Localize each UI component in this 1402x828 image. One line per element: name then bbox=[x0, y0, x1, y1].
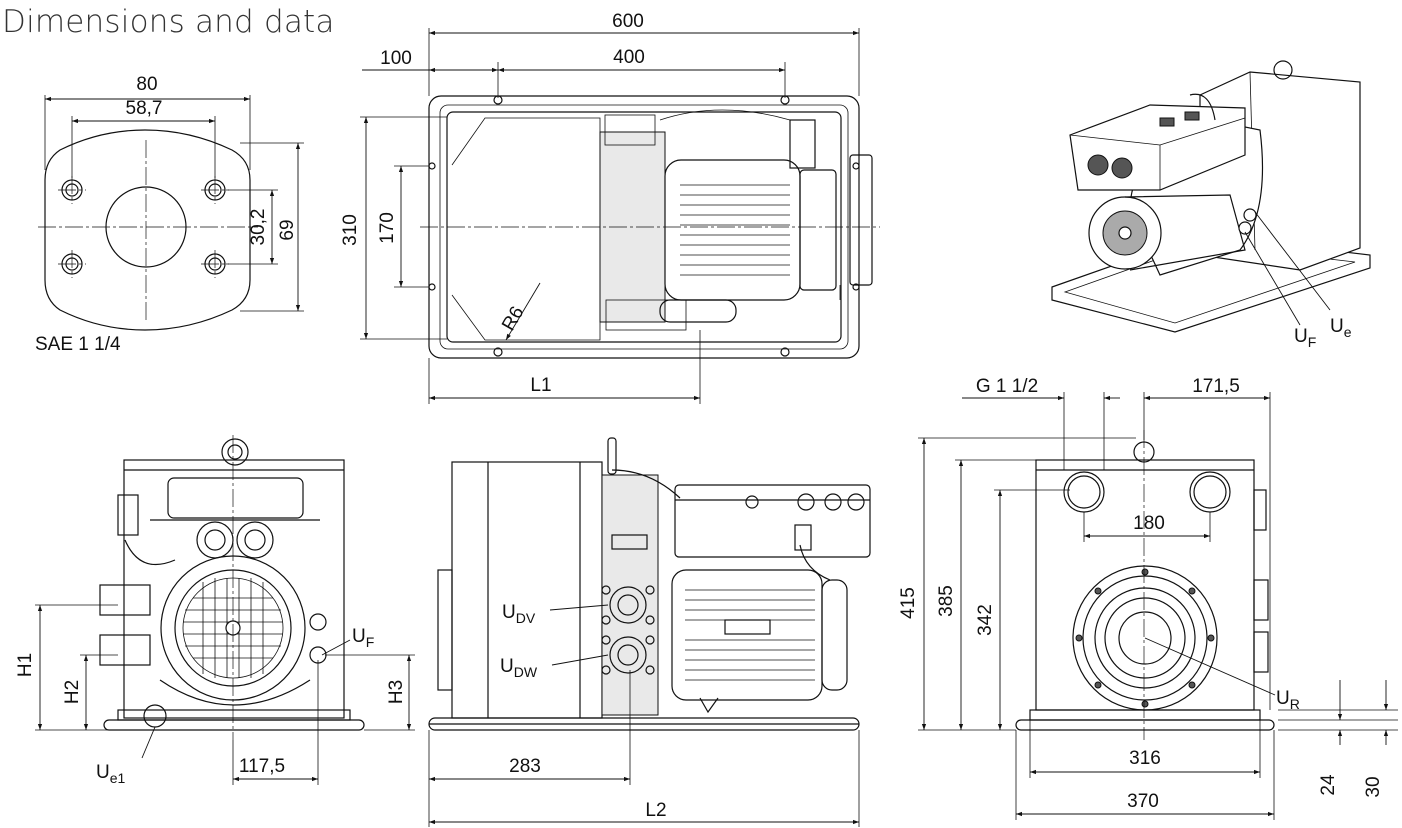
rear-foot24-dim: 24 bbox=[1318, 774, 1339, 796]
front-h2-dim: H2 bbox=[62, 680, 83, 704]
rear-base-outer-dim: 370 bbox=[1127, 791, 1159, 812]
side-l2-dim: L2 bbox=[645, 800, 666, 821]
flange-bolt-spacing-dim: 58,7 bbox=[126, 98, 163, 119]
top-offset-dim: 100 bbox=[380, 48, 412, 69]
iso-uf-label: UF bbox=[1294, 326, 1316, 350]
rear-foot30-dim: 30 bbox=[1363, 776, 1384, 797]
isometric-view: UF Ue bbox=[1051, 60, 1371, 350]
side-motor bbox=[671, 569, 823, 701]
rear-h415-dim: 415 bbox=[898, 587, 919, 619]
rear-thread-dim: G 1 1/2 bbox=[976, 376, 1038, 397]
top-mounting-holes bbox=[428, 95, 860, 357]
top-motor-fins bbox=[680, 184, 790, 276]
rear-view: UR G 1 1/2 171,5 180 415 385 342 316 bbox=[898, 376, 1398, 820]
rear-ur-label: UR bbox=[1276, 688, 1300, 712]
front-view: H1 H2 H3 117,5 UF Ue1 bbox=[15, 435, 415, 786]
rear-port-offset-dim: 171,5 bbox=[1192, 376, 1240, 397]
top-radius-dim: R6 bbox=[498, 303, 528, 335]
rear-base-inner-dim: 316 bbox=[1129, 748, 1161, 769]
top-depth-dim: 310 bbox=[340, 214, 361, 246]
side-offset-dim: 283 bbox=[509, 756, 541, 777]
rear-h385-dim: 385 bbox=[936, 585, 957, 617]
rear-ports bbox=[1063, 471, 1231, 513]
front-lifting-eye bbox=[221, 438, 249, 466]
rear-flange bbox=[1072, 565, 1218, 711]
front-tank bbox=[123, 459, 345, 719]
front-h1-dim: H1 bbox=[15, 653, 36, 677]
top-view: 600 100 400 310 170 R6 L1 bbox=[340, 11, 880, 404]
flange-label: SAE 1 1/4 bbox=[35, 334, 121, 355]
side-controller-box bbox=[674, 484, 871, 558]
side-motor-fins bbox=[685, 589, 815, 681]
flange-view: 80 58,7 30,2 69 SAE 1 1/4 bbox=[35, 74, 304, 355]
rear-port-spacing-dim: 180 bbox=[1133, 513, 1165, 534]
side-pump-ports bbox=[601, 585, 655, 675]
top-hole-vertical-dim: 170 bbox=[377, 212, 398, 244]
side-udv-label: UDV bbox=[502, 602, 536, 626]
front-h3-dim: H3 bbox=[386, 680, 407, 704]
page-title: Dimensions and data bbox=[2, 4, 335, 40]
top-overall-dim: 600 bbox=[612, 11, 644, 32]
top-l1-dim: L1 bbox=[530, 375, 551, 396]
side-view: UDV UDW 283 L2 bbox=[428, 437, 871, 827]
side-udw-label: UDW bbox=[500, 656, 538, 680]
flange-outline bbox=[44, 129, 251, 331]
iso-ue-label: Ue bbox=[1330, 316, 1352, 340]
flange-height-dim: 69 bbox=[277, 219, 298, 240]
rear-h342-dim: 342 bbox=[975, 604, 996, 636]
front-ue1-label: Ue1 bbox=[96, 762, 126, 786]
flange-width-dim: 80 bbox=[136, 74, 157, 95]
front-offset-dim: 117,5 bbox=[239, 756, 285, 777]
top-hole-spacing-dim: 400 bbox=[613, 47, 645, 68]
rear-flange-bolts bbox=[1075, 568, 1215, 708]
front-uf-label: UF bbox=[352, 626, 374, 650]
flange-bolt-vertical-dim: 30,2 bbox=[248, 209, 269, 246]
